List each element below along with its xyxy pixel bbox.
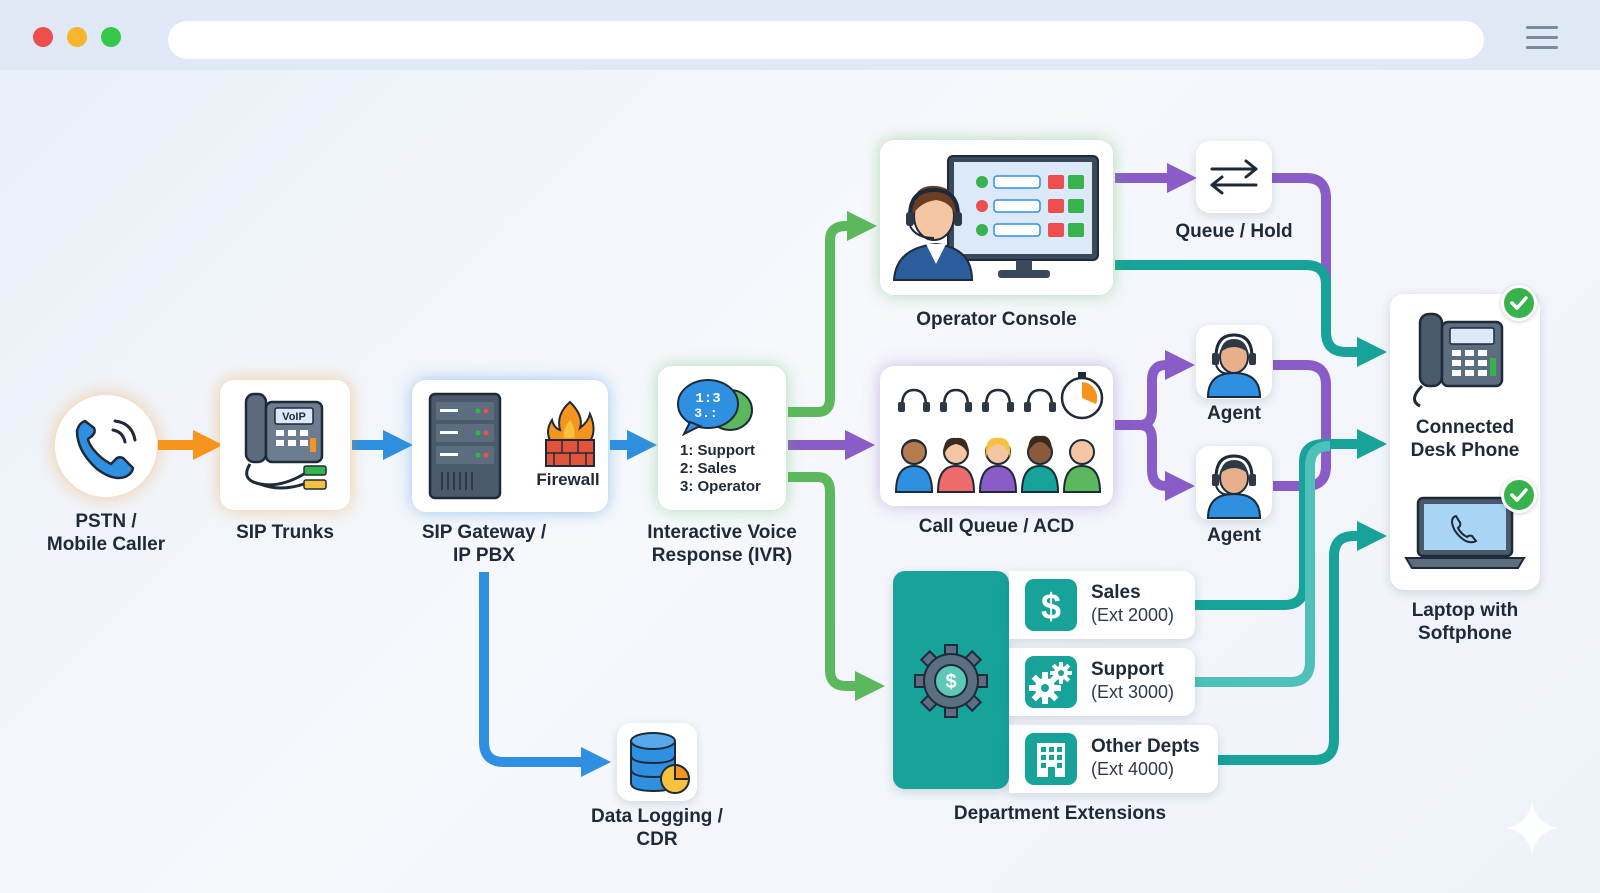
hamburger-menu-icon[interactable] (1526, 26, 1558, 50)
departments-label: Department Extensions (953, 803, 1167, 824)
svg-text:3.:: 3.: (694, 406, 717, 421)
database-chart-icon (630, 732, 691, 794)
sip-gateway-label: SIP Gateway /IP PBX (421, 522, 547, 566)
laptop-connected-check-icon (1501, 477, 1537, 513)
operator-console-label: Operator Console (916, 309, 1077, 330)
call-queue-label: Call Queue / ACD (918, 516, 1075, 537)
gears-icon (1025, 656, 1077, 708)
agent-1-node (1196, 325, 1272, 399)
link-ivr-operator (788, 211, 877, 417)
dept-support-ext: (Ext 3000) (1091, 682, 1175, 702)
sip-trunks-node: VoIP (220, 380, 350, 510)
laptop-softphone-icon (1404, 496, 1526, 569)
sparkle-icon (1506, 802, 1558, 854)
building-icon (1025, 733, 1077, 785)
dept-support-row: Support (Ext 3000) (1009, 648, 1195, 716)
operator-console-node (880, 140, 1113, 295)
voip-phone-icon: VoIP (244, 392, 327, 490)
queue-hold-label: Queue / Hold (1175, 221, 1293, 242)
sip-gateway-node: Firewall (412, 380, 608, 512)
address-bar[interactable] (168, 21, 1484, 59)
dept-sales-name: Sales (1091, 582, 1141, 603)
minimize-window-button[interactable] (67, 27, 87, 47)
dept-other-name: Other Depts (1091, 736, 1200, 757)
dept-sales-ext: (Ext 2000) (1091, 605, 1175, 625)
operator-at-console-icon (892, 155, 1099, 281)
ivr-option-1: 1: Support (680, 442, 755, 459)
svg-text:VoIP: VoIP (282, 411, 306, 423)
transfer-arrows-icon (1210, 159, 1258, 195)
agent-2-node (1196, 446, 1272, 520)
link-operator-phone (1115, 260, 1387, 367)
agent-2-label: Agent (1207, 525, 1261, 546)
agent-1-label: Agent (1207, 403, 1261, 424)
speech-bubble-icon: 1:3 3.: (677, 379, 753, 437)
server-rack-icon (428, 392, 502, 500)
call-queue-node (880, 366, 1113, 506)
ivr-option-2: 2: Sales (680, 460, 737, 477)
svg-text:$: $ (945, 671, 956, 693)
close-window-button[interactable] (33, 27, 53, 47)
dollar-icon: $ (1025, 579, 1077, 631)
desk-phone-connected-check-icon (1501, 285, 1537, 321)
pstn-label: PSTN /Mobile Caller (46, 511, 166, 555)
dept-support-name: Support (1091, 659, 1164, 680)
link-agent1-phone (1273, 360, 1331, 432)
departments-node: $ (893, 571, 1009, 789)
firewall-label: Firewall (536, 470, 600, 489)
dept-sales-row: $ Sales (Ext 2000) (1009, 571, 1195, 639)
link-gateway-logging (479, 572, 611, 777)
agent-headset-icon (1206, 333, 1262, 398)
ivr-option-3: 3: Operator (680, 478, 761, 495)
call-queue-people-icon (894, 372, 1104, 493)
maximize-window-button[interactable] (101, 27, 121, 47)
data-logging-node (617, 723, 697, 801)
data-logging-label: Data Logging /CDR (591, 806, 723, 850)
firewall-icon (545, 400, 595, 467)
queue-hold-node (1196, 141, 1272, 213)
link-queue-agent2 (1115, 420, 1195, 501)
agent-headset-icon (1206, 454, 1262, 519)
svg-text:$: $ (1041, 586, 1061, 627)
link-hold-phone (1272, 173, 1331, 290)
link-support-phone (1195, 441, 1331, 687)
phone-handset-icon (75, 419, 137, 480)
dept-other-row: Other Depts (Ext 4000) (1009, 725, 1218, 793)
dept-other-ext: (Ext 4000) (1091, 759, 1175, 779)
pstn-caller-node (55, 395, 157, 497)
dollar-gear-icon: $ (914, 644, 988, 718)
link-other-laptop (1218, 521, 1387, 765)
link-ivr-departments (788, 472, 885, 701)
ivr-node: 1:3 3.: 1: Support 2: Sales 3: Operator (658, 366, 786, 510)
window-titlebar (0, 0, 1600, 70)
desk-phone-icon (1413, 312, 1504, 408)
link-queue-agent1 (1115, 350, 1195, 430)
sip-trunks-label: SIP Trunks (236, 522, 334, 543)
svg-text:1:3: 1:3 (695, 391, 720, 407)
